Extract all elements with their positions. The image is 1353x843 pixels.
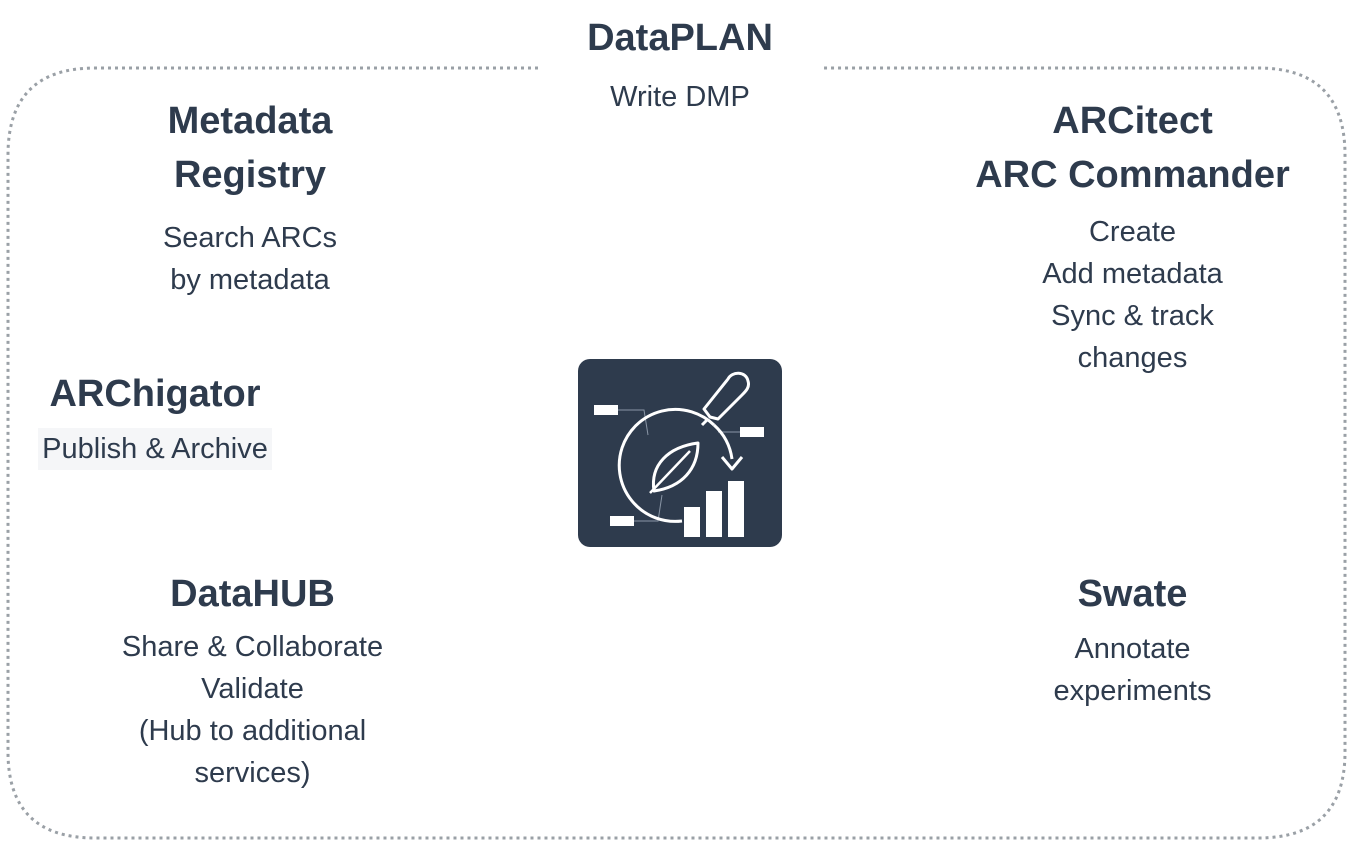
architect-title: ARCitect ARC Commander bbox=[930, 95, 1335, 203]
dataplan-node: DataPLAN Write DMP bbox=[480, 12, 880, 118]
dataplan-desc-line: Write DMP bbox=[610, 80, 750, 113]
datahub-desc-line: Share & Collaborate bbox=[121, 630, 384, 663]
datahub-desc: Share & Collaborate Validate (Hub to add… bbox=[85, 626, 420, 794]
swate-desc-line: experiments bbox=[1053, 675, 1212, 707]
dataplan-title: DataPLAN bbox=[587, 17, 773, 59]
architect-title-line: ARCitect bbox=[1052, 100, 1213, 142]
architect-desc-line: Sync & track bbox=[1051, 300, 1214, 332]
metadata-registry-node: Metadata Registry Search ARCs by metadat… bbox=[100, 95, 400, 301]
metadata-registry-title-line: Metadata bbox=[167, 100, 333, 142]
datahub-desc-line: Validate bbox=[201, 673, 304, 705]
frame-border bbox=[6, 66, 1347, 840]
arc-plant-cycle-icon bbox=[594, 371, 764, 537]
archigator-desc: Publish & Archive bbox=[38, 427, 272, 470]
swate-title: Swate bbox=[1077, 573, 1188, 615]
datahub-desc-line: (Hub to additional bbox=[138, 715, 367, 748]
architect-desc: Create Add metadata Sync & track changes bbox=[930, 211, 1335, 379]
metadata-registry-desc-line: Search ARCs bbox=[162, 221, 338, 254]
dataplan-desc: Write DMP bbox=[480, 76, 880, 118]
architect-desc-line: changes bbox=[1077, 342, 1188, 375]
datahub-desc-line: services) bbox=[194, 757, 311, 790]
datahub-node: DataHUB Share & Collaborate Validate (Hu… bbox=[85, 568, 420, 794]
metadata-registry-title: Metadata Registry bbox=[100, 95, 400, 203]
datahub-title: DataHUB bbox=[170, 573, 335, 615]
archigator-title: ARChigator bbox=[49, 373, 261, 415]
architect-desc-line: Add metadata bbox=[1042, 257, 1223, 290]
arc-logo-icon bbox=[578, 359, 782, 547]
architect-desc-line: Create bbox=[1088, 215, 1177, 248]
swate-desc-line: Annotate bbox=[1074, 632, 1191, 665]
archigator-node: ARChigator Publish & Archive bbox=[30, 368, 280, 470]
metadata-registry-desc-line: by metadata bbox=[170, 263, 330, 296]
architect-node: ARCitect ARC Commander Create Add metada… bbox=[930, 95, 1335, 379]
metadata-registry-desc: Search ARCs by metadata bbox=[100, 217, 400, 301]
architect-title-line: ARC Commander bbox=[975, 153, 1290, 196]
metadata-registry-title-line: Registry bbox=[173, 153, 327, 196]
archigator-desc-line: Publish & Archive bbox=[42, 432, 268, 465]
swate-desc: Annotate experiments bbox=[960, 628, 1305, 712]
swate-node: Swate Annotate experiments bbox=[960, 568, 1305, 712]
